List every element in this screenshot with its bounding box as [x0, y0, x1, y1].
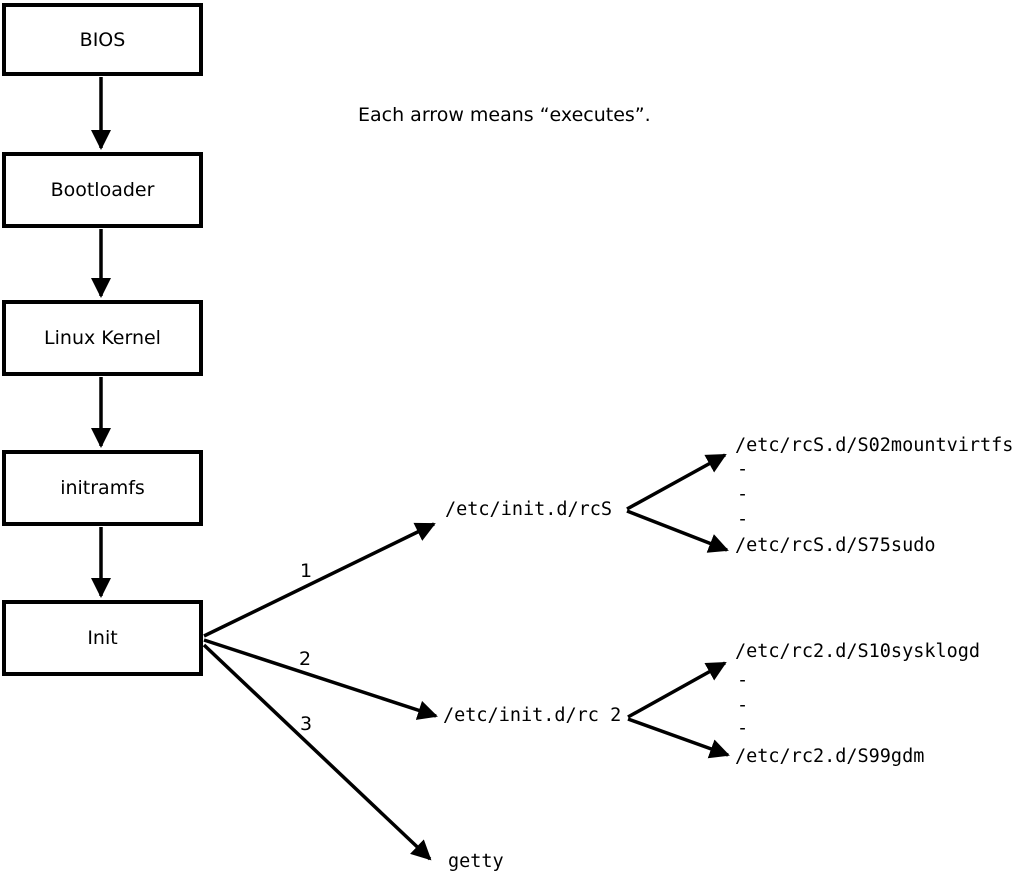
arrow-label-2: 2: [299, 648, 312, 670]
path-rcs-first-script: /etc/rcS.d/S02mountvirtfs: [735, 435, 1014, 456]
path-rcs-last-script: /etc/rcS.d/S75sudo: [735, 535, 936, 556]
box-bootloader-label: Bootloader: [50, 179, 155, 201]
box-initramfs: initramfs: [2, 450, 203, 526]
rcs-ellipsis-3: -: [737, 509, 749, 530]
arrow-rc2-to-last-script: [627, 717, 730, 759]
arrow-init-to-rcs: [203, 522, 436, 638]
box-linux-kernel-label: Linux Kernel: [44, 327, 161, 349]
rcs-ellipsis-2: -: [737, 484, 749, 505]
path-etc-init-d-rc2: /etc/init.d/rc 2: [443, 705, 622, 726]
rcs-ellipsis-1: -: [737, 459, 749, 480]
arrow-rc2-to-first-script: [627, 661, 727, 719]
path-etc-init-d-rcs: /etc/init.d/rcS: [445, 499, 613, 520]
path-rc2-first-script: /etc/rc2.d/S10sysklogd: [735, 641, 981, 662]
rc2-ellipsis-2: -: [737, 695, 749, 716]
box-init: Init: [2, 600, 203, 676]
box-bios: BIOS: [2, 3, 203, 76]
box-initramfs-label: initramfs: [60, 477, 145, 499]
arrow-label-3: 3: [300, 713, 313, 735]
box-bios-label: BIOS: [79, 28, 126, 51]
arrow-init-to-getty: [202, 643, 432, 861]
box-init-label: Init: [87, 627, 118, 649]
note-text: Each arrow means “executes”.: [358, 104, 651, 126]
getty-label: getty: [448, 851, 504, 872]
box-linux-kernel: Linux Kernel: [2, 300, 203, 376]
arrow-rcs-to-last-script: [626, 509, 729, 553]
arrow-rcs-to-first-script: [626, 453, 727, 511]
box-bootloader: Bootloader: [2, 152, 203, 228]
arrow-init-to-rc2: [203, 638, 438, 720]
arrow-label-1: 1: [300, 560, 313, 582]
rc2-ellipsis-1: -: [737, 670, 749, 691]
path-rc2-last-script: /etc/rc2.d/S99gdm: [735, 746, 925, 767]
rc2-ellipsis-3: -: [737, 718, 749, 739]
